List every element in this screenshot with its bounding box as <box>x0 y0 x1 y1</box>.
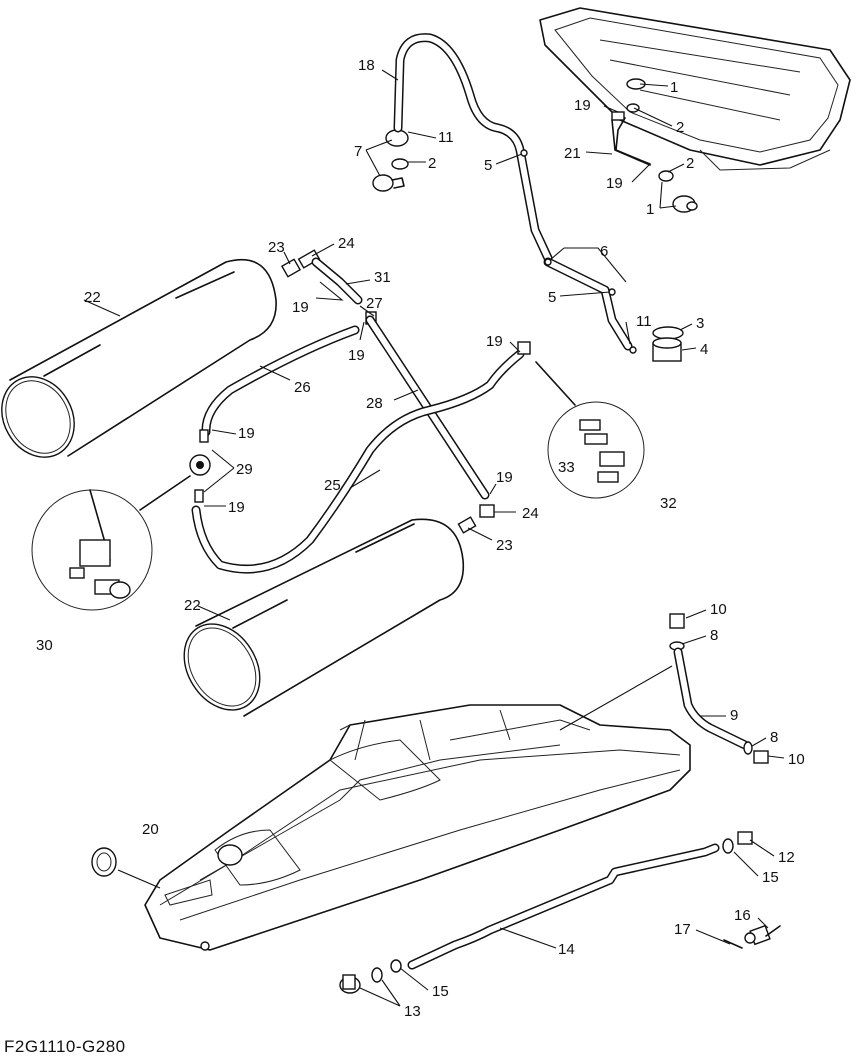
detail-circle-30 <box>31 475 191 611</box>
callout-24: 24 <box>338 235 355 252</box>
callout-24: 24 <box>522 505 539 522</box>
callout-31: 31 <box>374 269 391 286</box>
deck-tray-outline <box>539 7 851 171</box>
callout-22: 22 <box>184 597 201 614</box>
callout-19: 19 <box>238 425 255 442</box>
callout-19: 19 <box>574 97 591 114</box>
pump-3-4 <box>652 326 684 362</box>
fitting-12-15 <box>722 831 753 854</box>
callout-11: 11 <box>636 313 652 330</box>
callout-21: 21 <box>564 145 581 162</box>
valve-29 <box>189 429 211 503</box>
callout-1: 1 <box>670 79 678 96</box>
callout-23: 23 <box>268 239 285 256</box>
callout-19: 19 <box>348 347 365 364</box>
callout-22: 22 <box>84 289 101 306</box>
callout-12: 12 <box>778 849 795 866</box>
callout-19: 19 <box>292 299 309 316</box>
leader-lines <box>83 69 785 1007</box>
callout-15: 15 <box>762 869 779 886</box>
callout-9: 9 <box>730 707 738 724</box>
callout-11: 11 <box>438 129 454 146</box>
callout-15: 15 <box>432 983 449 1000</box>
hose-21 <box>611 119 651 166</box>
callout-25: 25 <box>324 477 341 494</box>
callout-8: 8 <box>710 627 718 644</box>
callout-30: 30 <box>36 637 53 654</box>
callout-4: 4 <box>700 341 708 358</box>
detail-circle-32 <box>535 361 645 499</box>
callout-17: 17 <box>674 921 691 938</box>
hose-14 <box>407 843 720 970</box>
callout-33: 33 <box>558 459 575 476</box>
callout-16: 16 <box>734 907 751 924</box>
callout-26: 26 <box>294 379 311 396</box>
callout-7: 7 <box>354 143 362 160</box>
callout-18: 18 <box>358 57 375 74</box>
callout-20: 20 <box>142 821 159 838</box>
fitting-13-15 <box>339 959 402 994</box>
callout-2: 2 <box>676 119 684 136</box>
ballast-tank-upper <box>1 258 277 458</box>
callout-5: 5 <box>484 157 492 174</box>
callout-19: 19 <box>496 469 513 486</box>
callout-2: 2 <box>428 155 436 172</box>
callout-19: 19 <box>486 333 503 350</box>
drain-plug-20 <box>91 847 161 889</box>
hose-9 <box>559 613 769 764</box>
callout-10: 10 <box>788 751 805 768</box>
callout-6: 6 <box>600 243 608 260</box>
callout-2: 2 <box>686 155 694 172</box>
drain-fitting-right <box>658 170 698 213</box>
callout-labels: 1 1 2 2 2 3 4 5 5 6 7 8 8 9 10 10 11 11 … <box>36 57 805 1020</box>
callout-5: 5 <box>548 289 556 306</box>
callout-8: 8 <box>770 729 778 746</box>
callout-3: 3 <box>696 315 704 332</box>
callout-23: 23 <box>496 537 513 554</box>
hose-18 <box>393 33 553 263</box>
ballast-tank-lower <box>183 518 465 717</box>
callout-27: 27 <box>366 295 383 312</box>
callout-13: 13 <box>404 1003 421 1020</box>
tank-fitting-lower <box>457 504 495 534</box>
callout-32: 32 <box>660 495 677 512</box>
callout-10: 10 <box>710 601 727 618</box>
thru-hull-fitting-7 <box>372 129 409 192</box>
hose-25 <box>191 341 531 574</box>
callout-28: 28 <box>366 395 383 412</box>
callout-19: 19 <box>228 499 245 516</box>
callout-1: 1 <box>646 201 654 218</box>
boat-hull <box>144 704 691 951</box>
parts-16-17 <box>723 924 781 949</box>
diagram-code: F2G1110-G280 <box>4 1037 126 1056</box>
hose-lower-5 <box>520 149 637 354</box>
hose-26 <box>201 325 360 437</box>
callout-14: 14 <box>558 941 575 958</box>
callout-29: 29 <box>236 461 253 478</box>
callout-19: 19 <box>606 175 623 192</box>
